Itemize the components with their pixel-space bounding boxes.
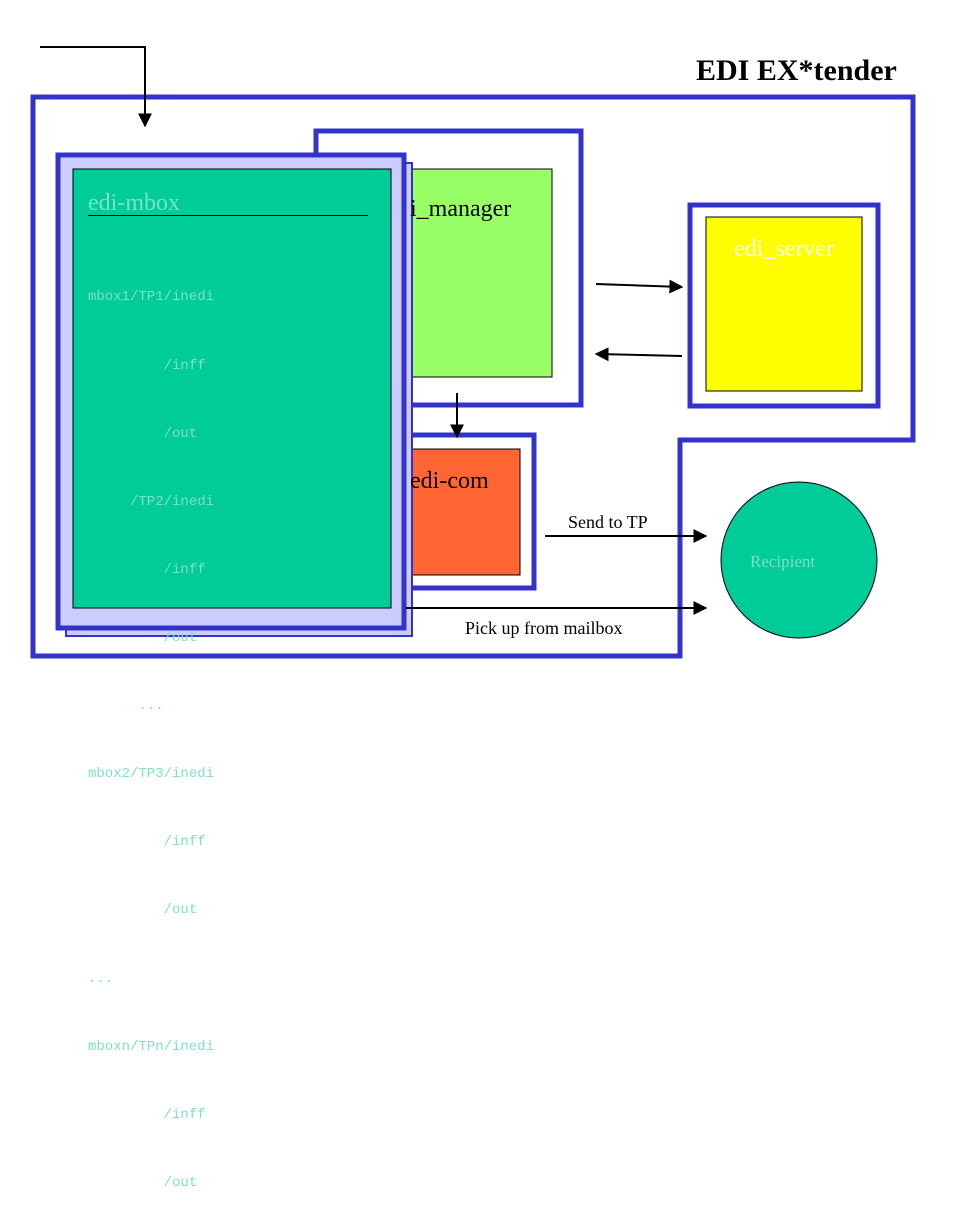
mbox-box: [72, 168, 392, 609]
mbox-line: /inff: [88, 561, 206, 578]
mbox-line: /out: [88, 902, 198, 919]
mbox-title-rule: [88, 215, 368, 216]
pickup-label: Pick up from mailbox: [465, 618, 623, 638]
edi-server-frame: [687, 202, 881, 409]
extender-frame: [30, 94, 916, 659]
recipient-label: Recipient: [750, 552, 816, 571]
mbox-line: /out: [88, 1174, 198, 1191]
manager-to-server-arrow: [595, 279, 684, 294]
mbox-line: /TP2/inedi: [88, 493, 215, 510]
mbox-line: /inff: [88, 834, 206, 851]
edi-server-box: [705, 216, 863, 392]
mbox-title: edi-mbox: [88, 190, 180, 216]
mbox-line: ...: [88, 698, 164, 715]
send-to-tp-label: Send to TP: [568, 512, 648, 532]
mbox-line: /out: [88, 425, 198, 442]
server-to-manager-arrow: [594, 347, 683, 362]
inbound-arrow: [40, 46, 152, 128]
edi-server-label: edi_server: [734, 236, 834, 262]
mbox-line: mbox2/TP3/inedi: [88, 766, 215, 783]
mbox-line: mbox1/TP1/inedi: [88, 289, 215, 306]
diagram-lines: [30, 46, 916, 659]
mbox-line: mboxn/TPn/inedi: [88, 1038, 215, 1055]
diagram-title: EDI EX*tender: [696, 54, 897, 87]
edi-manager-label: i_manager: [410, 196, 512, 222]
mbox-directory-list: mbox1/TP1/inedi /inff /out /TP2/inedi /i…: [88, 241, 214, 1217]
mbox-line: /inff: [88, 357, 206, 374]
recipient-circle: [720, 481, 878, 639]
mbox-line: /inff: [88, 1106, 206, 1123]
edi-com-label: edi-com: [410, 468, 489, 494]
mbox-line: ...: [88, 970, 114, 987]
mbox-line: /out: [88, 629, 198, 646]
